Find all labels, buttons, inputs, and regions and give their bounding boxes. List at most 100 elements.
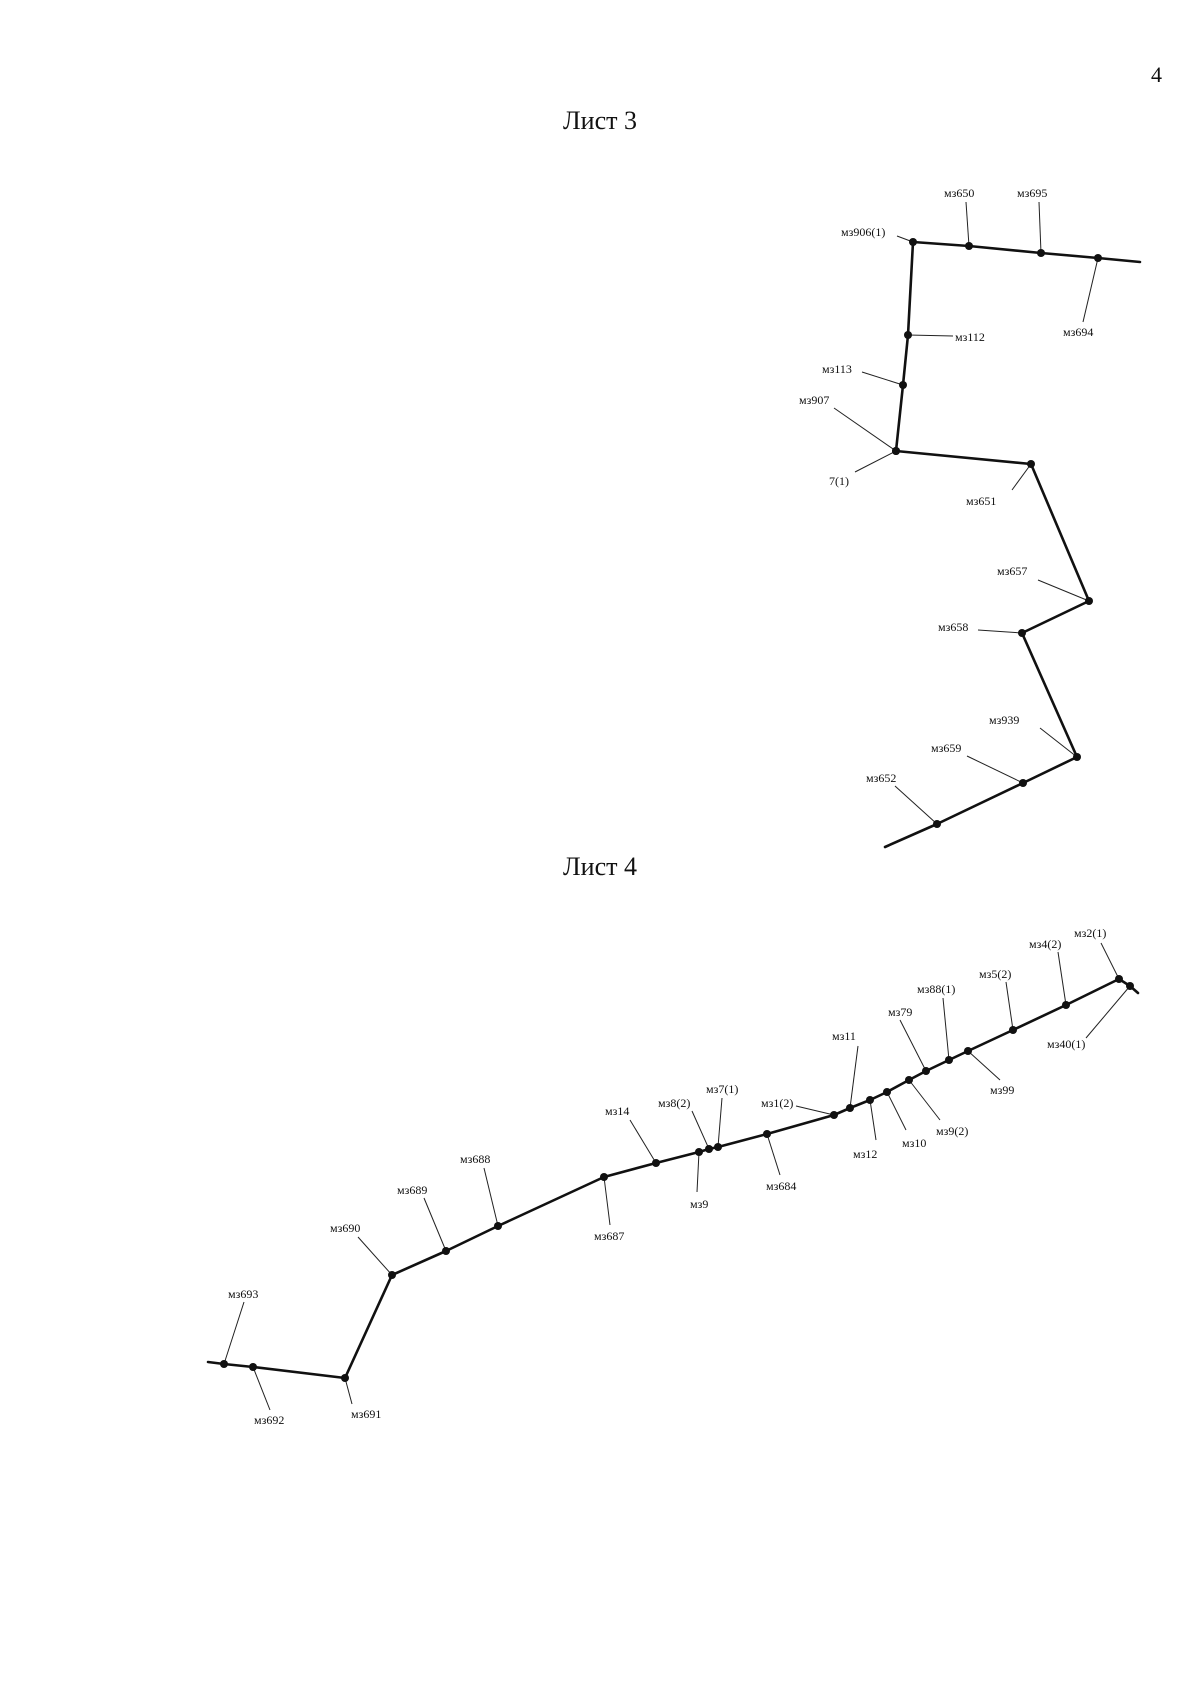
- leader-line: [1100, 942, 1120, 980]
- survey-point-marker: [714, 1143, 722, 1151]
- point-label: мз692: [254, 1413, 284, 1427]
- point-label: мз40(1): [1047, 1037, 1085, 1051]
- survey-point-marker: [964, 1047, 972, 1055]
- point-label: мз112: [955, 330, 985, 344]
- sheet-3-point-мз695: мз695: [1017, 186, 1047, 257]
- sheet-4-point-мз2-1: мз2(1): [1074, 926, 1123, 983]
- survey-point-marker: [1027, 460, 1035, 468]
- survey-point-marker: [1018, 629, 1026, 637]
- point-label: мз10: [902, 1136, 926, 1150]
- point-label: мз652: [866, 771, 896, 785]
- leader-line: [223, 1301, 245, 1365]
- sheet-4-point-мз12: мз12: [853, 1096, 877, 1161]
- survey-point-marker: [933, 820, 941, 828]
- leader-line: [1085, 985, 1131, 1039]
- sheet-4-route-line: [206, 977, 1140, 1380]
- leader-line: [717, 1097, 723, 1148]
- point-label: мз12: [853, 1147, 877, 1161]
- leader-line: [766, 1133, 781, 1176]
- survey-point-marker: [883, 1088, 891, 1096]
- sheet-4-point-мз687: мз687: [594, 1173, 624, 1243]
- survey-point-marker: [652, 1159, 660, 1167]
- sheet-3-point-мз694: мз694: [1063, 254, 1102, 339]
- survey-point-marker: [1037, 249, 1045, 257]
- sheet-4-point-мз9: мз9: [690, 1148, 708, 1211]
- point-label: мз11: [832, 1029, 856, 1043]
- sheet-3-point-мз659: мз659: [931, 741, 1027, 787]
- survey-point-marker: [830, 1111, 838, 1119]
- leader-line: [629, 1119, 657, 1164]
- sheet-4-point-мз689: мз689: [397, 1183, 450, 1255]
- leader-line: [908, 1079, 941, 1121]
- survey-point-marker: [494, 1222, 502, 1230]
- survey-point-marker: [1094, 254, 1102, 262]
- point-label: мз1(2): [761, 1096, 793, 1110]
- leader-line: [423, 1197, 447, 1252]
- sheet-3-point-мз658: мз658: [938, 620, 1026, 637]
- leader-line: [1011, 463, 1032, 491]
- leader-line: [977, 629, 1023, 634]
- leader-line: [1037, 579, 1090, 602]
- point-label: мз651: [966, 494, 996, 508]
- leader-line: [1057, 951, 1067, 1006]
- point-label: мз99: [990, 1083, 1014, 1097]
- point-label: мз658: [938, 620, 968, 634]
- sheet-4-point-мз688: мз688: [460, 1152, 502, 1230]
- survey-point-marker: [945, 1056, 953, 1064]
- sheet-4-point-мз8-2: мз8(2): [658, 1096, 713, 1153]
- survey-point-marker: [763, 1130, 771, 1138]
- sheet-4-point-мз9-2: мз9(2): [905, 1076, 968, 1138]
- leader-line: [696, 1151, 700, 1193]
- survey-point-marker: [846, 1104, 854, 1112]
- point-label: мз14: [605, 1104, 629, 1118]
- point-label: мз690: [330, 1221, 360, 1235]
- survey-point-marker: [899, 381, 907, 389]
- sheet-4-point-мз88-1: мз88(1): [917, 982, 955, 1064]
- sheet-4-point-мз10: мз10: [883, 1088, 926, 1150]
- sheet-4-point-мз7-1: мз7(1): [706, 1082, 738, 1151]
- leader-line: [849, 1045, 859, 1109]
- leader-line: [357, 1236, 393, 1276]
- point-label: мз906(1): [841, 225, 885, 239]
- survey-point-marker: [1062, 1001, 1070, 1009]
- point-label: мз88(1): [917, 982, 955, 996]
- point-label: мз907: [799, 393, 829, 407]
- leader-line: [886, 1091, 907, 1131]
- point-label: мз5(2): [979, 967, 1011, 981]
- point-label: мз684: [766, 1179, 796, 1193]
- leader-line: [967, 1050, 1001, 1081]
- point-label: мз650: [944, 186, 974, 200]
- survey-point-marker: [904, 331, 912, 339]
- leader-line: [861, 371, 904, 386]
- point-label: мз8(2): [658, 1096, 690, 1110]
- leader-line: [966, 755, 1024, 784]
- sheet-4-point-мз684: мз684: [763, 1130, 796, 1193]
- sheet-3-title: Лист 3: [563, 106, 637, 135]
- sheet-3-point-мз652: мз652: [866, 771, 941, 828]
- leader-line: [344, 1377, 353, 1405]
- survey-point-marker: [1085, 597, 1093, 605]
- sheet-4-point-мз79: мз79: [888, 1005, 930, 1075]
- leader-line: [1082, 257, 1099, 323]
- sheet-4-diagram: мз2(1) мз40(1) мз4(2) мз5(2) мз99 мз88(1) мз79…: [206, 926, 1140, 1427]
- leader-line: [603, 1176, 611, 1226]
- sheet-3-point-мз657: мз657: [997, 564, 1093, 605]
- survey-point-marker: [1073, 753, 1081, 761]
- survey-point-marker: [442, 1247, 450, 1255]
- sheet-3-point-мз907: мз907: [799, 393, 900, 455]
- sheet-4-point-мз4-2: мз4(2): [1029, 937, 1070, 1009]
- point-label: мз688: [460, 1152, 490, 1166]
- leader-line: [894, 785, 938, 825]
- leader-line: [833, 407, 897, 452]
- leader-line: [899, 1019, 927, 1072]
- page-number: 4: [1151, 62, 1162, 87]
- point-label: мз693: [228, 1287, 258, 1301]
- sheet-3-route-line: [883, 240, 1142, 849]
- leader-line: [854, 450, 897, 473]
- leader-line: [795, 1105, 835, 1116]
- point-label: мз691: [351, 1407, 381, 1421]
- sheet-3-point-мз113: мз113: [822, 362, 907, 389]
- leader-line: [1005, 981, 1014, 1031]
- point-label: мз9: [690, 1197, 708, 1211]
